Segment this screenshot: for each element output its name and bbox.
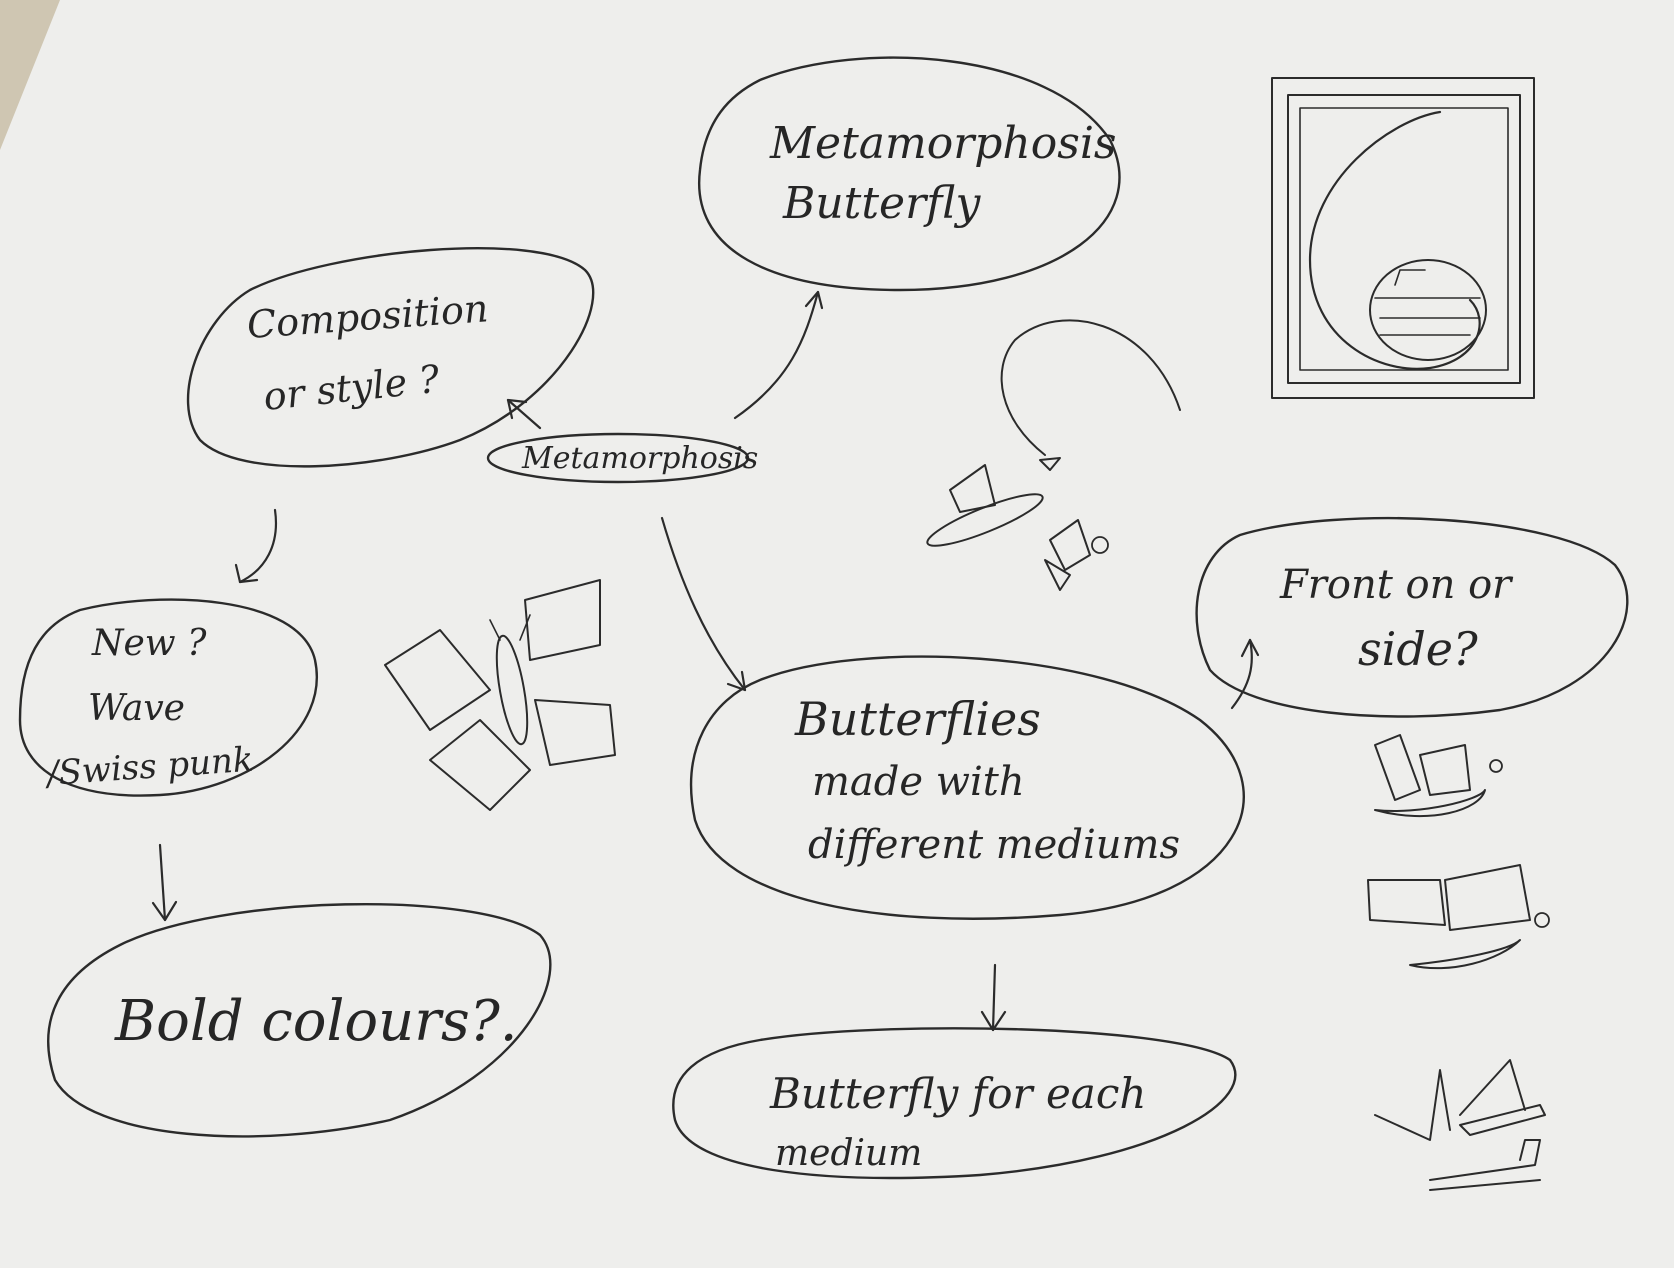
node-metamorphosis-butterfly: Metamorphosis Butterfly [697,56,1121,292]
node-text-line1: Butterfly for each [769,1069,1146,1118]
node-text-line2: Butterfly [782,178,981,229]
arrow-to-front-side [1230,638,1253,710]
arrowhead [234,563,259,584]
arrow-to-bold [158,843,167,922]
node-outline [672,1027,1237,1180]
node-text-line1: Metamorphosis [769,118,1116,169]
butterfly-sketch-side-3 [1374,1059,1546,1191]
frame-sketch [1271,77,1535,399]
node-text-line2: made with [812,759,1025,805]
node-text-line2: medium [775,1133,922,1174]
butterfly-sketch-center [384,579,616,811]
arrow-to-composition [506,398,542,430]
butterfly-sketch-side-1 [1374,734,1503,818]
arrowhead [151,900,178,922]
arrow-to-new-wave [238,508,278,584]
flight-path-sketch [926,319,1181,591]
arrow-to-butterflies [660,516,747,692]
node-text-line3: different mediums [808,822,1180,868]
node-text-line2: side? [1358,622,1478,676]
arrow-to-butterfly-medium [991,963,997,1032]
node-text-line1: Front on or [1279,562,1514,608]
arrowhead [980,1010,1007,1032]
node-text-line1: New ? [91,623,207,664]
node-butterflies-mediums: Butterflies made with different mediums [690,655,1245,920]
node-text-line1: Butterflies [794,692,1041,746]
arrowhead [726,670,747,692]
node-bold-colours: Bold colours?. [47,902,552,1138]
butterfly-sketch-side-2 [1367,864,1550,970]
node-text: Bold colours?. [114,989,518,1054]
node-outline [486,432,750,484]
node-text: Metamorphosis [521,441,758,476]
node-outline [697,56,1121,292]
node-text-line2: Wave [88,688,185,729]
node-outline [18,598,318,797]
node-outline [186,247,595,468]
arrowhead [506,398,528,420]
node-outline [47,902,552,1138]
node-front-side: Front on or side? [1195,516,1629,718]
node-outline [1195,516,1629,718]
node-outline [690,655,1245,920]
node-center-metamorphosis: Metamorphosis [486,432,758,484]
arrowhead [1240,638,1260,658]
node-butterfly-medium: Butterfly for each medium [672,1027,1237,1180]
arrow-to-metamorphosis [733,290,820,420]
arrows [151,290,1260,1032]
arrowhead [804,290,824,310]
